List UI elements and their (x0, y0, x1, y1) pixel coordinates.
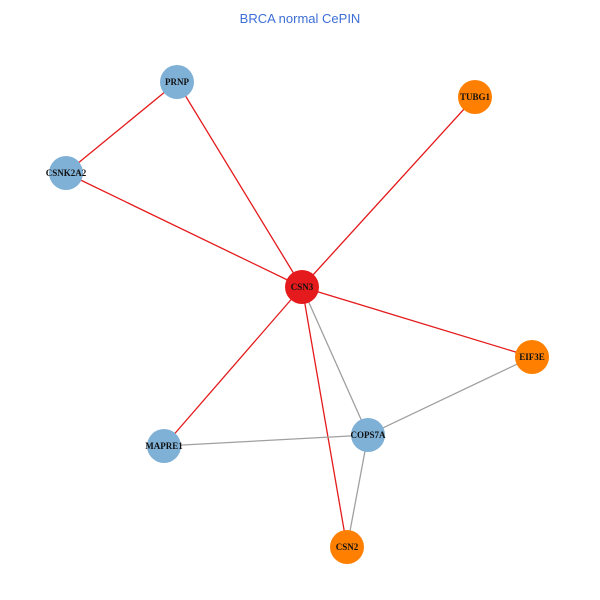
node-mapre1[interactable]: MAPRE1 (145, 429, 183, 463)
node-prnp[interactable]: PRNP (160, 65, 194, 99)
node-tubg1[interactable]: TUBG1 (458, 80, 492, 114)
edge-csn3-csn2 (301, 286, 348, 548)
node-label: TUBG1 (460, 92, 491, 102)
node-csnk2a2[interactable]: CSNK2A2 (46, 156, 87, 190)
node-label: MAPRE1 (145, 441, 183, 451)
node-circle[interactable] (458, 80, 492, 114)
edge-csn3-cops7a (301, 286, 369, 436)
node-label: COPS7A (350, 430, 386, 440)
node-cops7a[interactable]: COPS7A (350, 418, 386, 452)
node-csn3[interactable]: CSN3 (285, 270, 319, 304)
node-eif3e[interactable]: EIF3E (515, 340, 549, 374)
edge-csn3-eif3e (301, 286, 533, 358)
node-circle[interactable] (330, 530, 364, 564)
node-label: CSNK2A2 (46, 168, 87, 178)
edge-csn3-mapre1 (163, 286, 303, 447)
node-label: PRNP (165, 77, 189, 87)
node-circle[interactable] (515, 340, 549, 374)
node-circle[interactable] (160, 65, 194, 99)
edge-cops7a-csn2 (346, 434, 369, 548)
edge-eif3e-cops7a (367, 356, 533, 436)
node-label: CSN3 (291, 282, 314, 292)
edge-prnp-csn3 (176, 81, 303, 288)
edge-csnk2a2-csn3 (65, 172, 303, 288)
graph-title: BRCA normal CePIN (239, 11, 361, 26)
node-label: CSN2 (336, 542, 359, 552)
edges-layer (65, 81, 533, 548)
edge-mapre1-cops7a (163, 434, 369, 447)
node-csn2[interactable]: CSN2 (330, 530, 364, 564)
node-circle[interactable] (285, 270, 319, 304)
node-circle[interactable] (351, 418, 385, 452)
node-circle[interactable] (147, 429, 181, 463)
node-circle[interactable] (49, 156, 83, 190)
edge-tubg1-csn3 (301, 96, 476, 288)
edge-prnp-csnk2a2 (65, 81, 178, 174)
node-label: EIF3E (519, 352, 545, 362)
